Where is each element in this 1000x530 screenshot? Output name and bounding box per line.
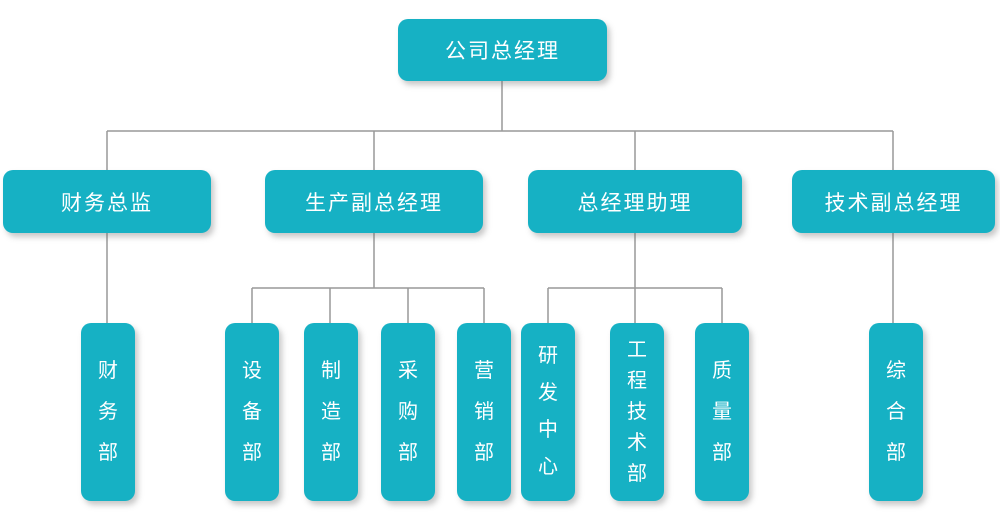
node-label: 综合部 bbox=[886, 359, 906, 464]
node-general-affairs-dept: 综合部 bbox=[869, 323, 923, 501]
node-label: 制造部 bbox=[321, 359, 341, 464]
node-label: 技术副总经理 bbox=[824, 191, 963, 215]
node-label: 营销部 bbox=[474, 359, 494, 464]
node-production-vice-gm: 生产副总经理 bbox=[265, 170, 483, 233]
node-rd-center: 研发中心 bbox=[521, 323, 575, 501]
node-gm-assistant: 总经理助理 bbox=[528, 170, 742, 233]
node-label: 质量部 bbox=[712, 359, 732, 464]
node-label: 总经理助理 bbox=[577, 191, 693, 215]
node-tech-vice-gm: 技术副总经理 bbox=[792, 170, 995, 233]
node-equipment-dept: 设备部 bbox=[225, 323, 279, 501]
node-quality-dept: 质量部 bbox=[695, 323, 749, 501]
node-label: 研发中心 bbox=[538, 345, 558, 478]
node-label: 公司总经理 bbox=[445, 40, 560, 63]
node-label: 设备部 bbox=[242, 359, 262, 464]
node-label: 采购部 bbox=[398, 359, 418, 464]
node-engineering-tech-dept: 工程技术部 bbox=[610, 323, 664, 501]
node-finance-director: 财务总监 bbox=[3, 170, 211, 233]
node-label: 生产副总经理 bbox=[305, 191, 443, 215]
node-purchasing-dept: 采购部 bbox=[381, 323, 435, 501]
node-marketing-dept: 营销部 bbox=[457, 323, 511, 501]
node-company-general-manager: 公司总经理 bbox=[398, 19, 607, 81]
node-label: 财务总监 bbox=[61, 191, 153, 215]
node-label: 财务部 bbox=[98, 359, 118, 464]
node-manufacturing-dept: 制造部 bbox=[304, 323, 358, 501]
node-finance-dept: 财务部 bbox=[81, 323, 135, 501]
node-label: 工程技术部 bbox=[627, 338, 647, 485]
